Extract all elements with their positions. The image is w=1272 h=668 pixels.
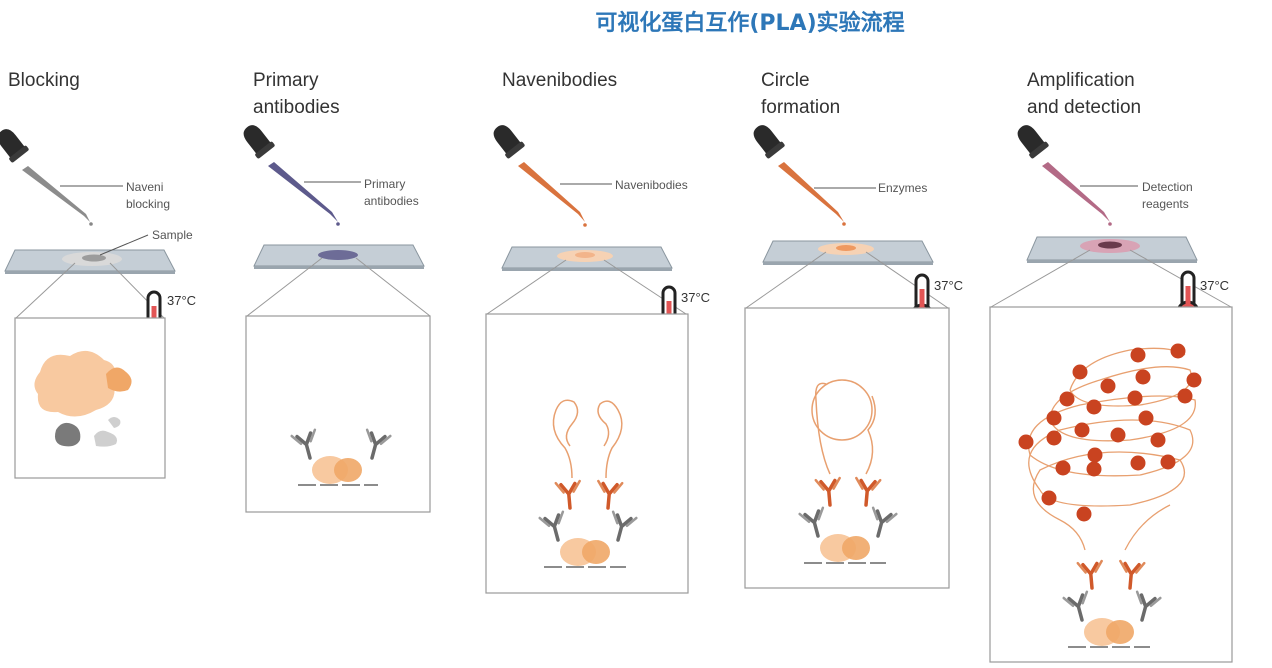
- slide-icon: [246, 244, 431, 317]
- slide-icon: [486, 246, 687, 315]
- step-title-amplification: Amplification and detection: [1027, 70, 1142, 118]
- page-title: 可视化蛋白互作(PLA)实验流程: [595, 11, 905, 36]
- step-title-navenibodies: Navenibodies: [502, 70, 618, 91]
- temperature-label-blocking: 37°C: [167, 293, 197, 308]
- dropper-icon: [748, 120, 876, 226]
- label-enzymes: Enzymes: [878, 181, 928, 195]
- temperature-label-navenibodies: 37°C: [681, 290, 711, 305]
- dropper-icon: [0, 124, 123, 226]
- navenibody-complex: [537, 399, 639, 568]
- dropper-icon: [1012, 120, 1138, 226]
- detection-complex: [1061, 559, 1163, 648]
- zoom-panel-amplification: [989, 306, 1233, 663]
- dropper-icon: [238, 120, 361, 226]
- step-title-primary-antibodies: Primary antibodies: [253, 70, 340, 118]
- step-title-circle-formation: Circle formation: [761, 70, 841, 118]
- label-naveni-blocking: Naveni blocking: [126, 180, 171, 211]
- sample-cells: [34, 350, 132, 447]
- temperature-label-amplification: 37°C: [1200, 278, 1230, 293]
- slide-icon: [4, 234, 176, 319]
- slide-icon: [745, 240, 949, 309]
- label-primary-antibodies: Primary antibodies: [364, 177, 419, 208]
- step-title-blocking: Blocking: [8, 70, 80, 91]
- antibody-antigen-complex: [289, 428, 393, 486]
- label-sample: Sample: [152, 228, 193, 242]
- zoom-panel-primary: [245, 315, 431, 513]
- label-detection-reagents: Detection reagents: [1142, 180, 1193, 211]
- slide-icon: [990, 236, 1232, 308]
- circle-complex: [797, 379, 899, 564]
- rolling-circle-product: [1018, 343, 1202, 551]
- temperature-label-circle: 37°C: [934, 278, 964, 293]
- label-navenibodies: Navenibodies: [615, 178, 688, 192]
- dropper-icon: [488, 120, 612, 227]
